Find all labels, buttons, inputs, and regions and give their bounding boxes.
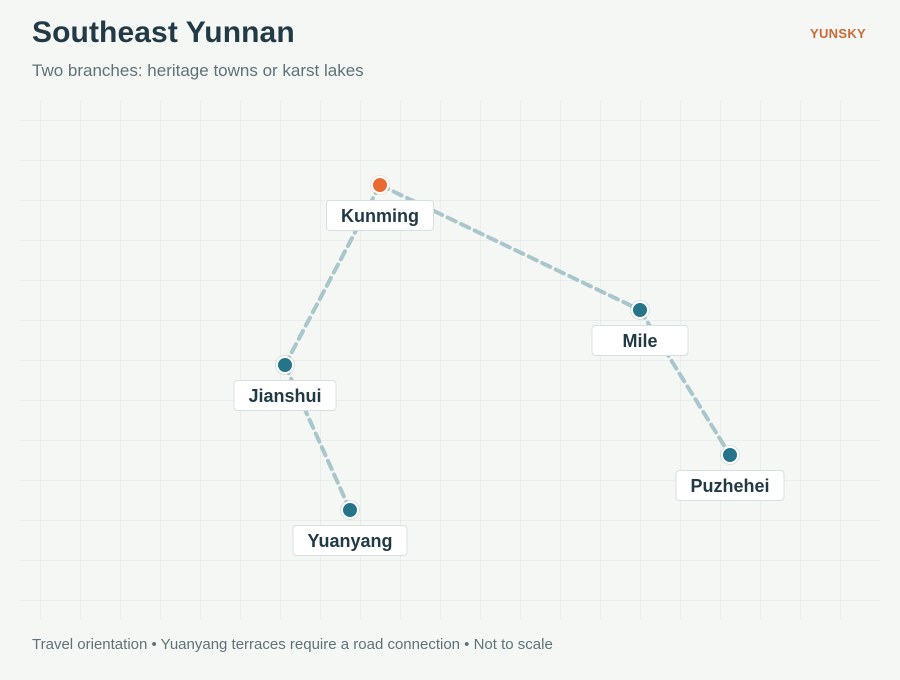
route-jianshui-yuanyang	[283, 363, 352, 512]
puzhehei-marker[interactable]	[721, 446, 739, 464]
map-subtitle: Two branches: heritage towns or karst la…	[32, 61, 364, 80]
puzhehei-label[interactable]: Puzhehei	[675, 470, 785, 501]
mile-marker[interactable]	[631, 301, 649, 319]
yuanyang-label[interactable]: Yuanyang	[292, 525, 408, 556]
yuanyang-marker[interactable]	[341, 501, 359, 519]
map-grid	[20, 100, 880, 620]
kunming-label[interactable]: Kunming	[326, 200, 434, 231]
map-title: Southeast Yunnan	[32, 16, 295, 49]
jianshui-label[interactable]: Jianshui	[233, 380, 337, 411]
jianshui-marker[interactable]	[276, 356, 294, 374]
brand-logo: YUNSKY	[810, 26, 866, 41]
mile-label[interactable]: Mile	[591, 325, 689, 356]
map-footnote: Travel orientation • Yuanyang terraces r…	[32, 636, 553, 653]
kunming-marker[interactable]	[371, 176, 389, 194]
